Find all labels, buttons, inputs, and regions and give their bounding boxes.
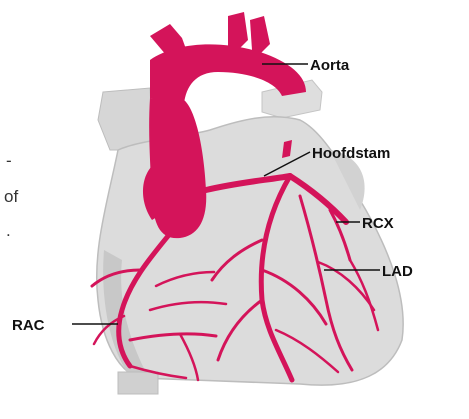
label-lad: LAD — [382, 263, 413, 280]
label-rcx: RCX — [362, 215, 394, 232]
label-aorta: Aorta — [310, 57, 350, 74]
label-rac: RAC — [12, 317, 45, 334]
heart-body — [97, 80, 403, 394]
label-hoofdstam: Hoofdstam — [312, 145, 390, 162]
side-text-fragment-1: - — [6, 152, 12, 169]
side-text-fragment-3: . — [6, 222, 11, 239]
side-text-fragment-2: of — [4, 188, 18, 205]
